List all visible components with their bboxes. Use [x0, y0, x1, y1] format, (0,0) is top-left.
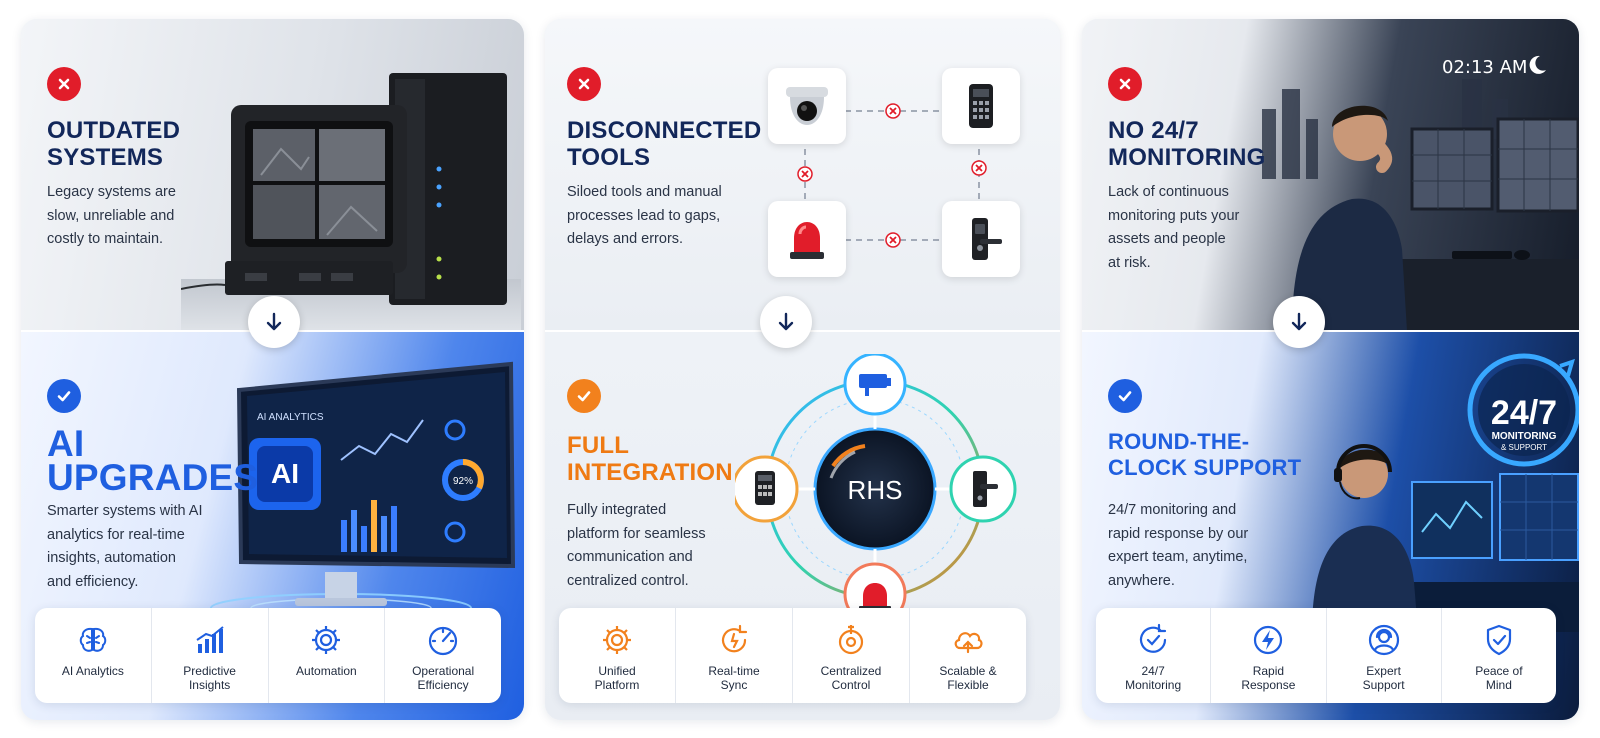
badge-line2: & SUPPORT: [1501, 443, 1547, 452]
badge-247: 24/7: [1491, 394, 1557, 432]
clock-time: 02:13 AM: [1442, 57, 1528, 78]
chip-label: AI: [271, 458, 299, 489]
feature-label: Predictive Insights: [183, 664, 236, 692]
feature-predictive-insights: Predictive Insights: [152, 608, 269, 703]
feature-label: Expert Support: [1362, 664, 1405, 692]
feature-247-monitoring: 24/7 Monitoring: [1096, 608, 1212, 703]
integration-hub-diagram: RHS: [735, 354, 1017, 624]
arrow-down-icon: [248, 296, 300, 348]
siren-icon: [790, 222, 824, 259]
problem-panel: OUTDATED SYSTEMS Legacy systems are slow…: [21, 19, 524, 331]
donut-value: 92%: [453, 476, 473, 487]
feature-bar: 24/7 Monitoring Rapid Response Expert Su…: [1096, 608, 1556, 703]
feature-label: Automation: [296, 664, 357, 678]
check-icon: [567, 379, 601, 413]
solution-title: FULL INTEGRATION: [567, 432, 733, 486]
legacy-computer-illustration: [181, 73, 521, 331]
door-lock-tile: [942, 201, 1020, 277]
feature-label: 24/7 Monitoring: [1125, 664, 1182, 692]
door-lock-icon: [972, 218, 1002, 260]
cloud-icon: [954, 632, 983, 654]
feature-label: Scalable & Flexible: [939, 664, 997, 692]
moon-icon: [1529, 55, 1546, 74]
x-icon: [47, 67, 81, 101]
card-round-the-clock-support: 02:13 AM NO 24/7 MONITORING Lack of cont…: [1082, 19, 1579, 720]
gauge-icon: [429, 626, 458, 656]
monitor-label: AI ANALYTICS: [257, 412, 324, 423]
arrow-down-icon: [760, 296, 812, 348]
feature-bar: AI Analytics Predictive Insights Automat…: [35, 608, 501, 703]
target-icon: [838, 625, 864, 655]
camera-tile: [768, 68, 846, 144]
hub-label: RHS: [848, 475, 903, 505]
card-ai-upgrades: OUTDATED SYSTEMS Legacy systems are slow…: [21, 19, 524, 720]
brain-icon: [79, 627, 107, 652]
headset-person-icon: [1368, 624, 1399, 656]
x-icon: [567, 67, 601, 101]
feature-ai-analytics: AI Analytics: [35, 608, 152, 703]
bar-chart-icon: [196, 626, 224, 653]
problem-description: Lack of continuous monitoring puts your …: [1108, 184, 1240, 271]
feature-label: Peace of Mind: [1475, 664, 1523, 692]
check-icon: [1108, 379, 1142, 413]
feature-scalable-flexible: Scalable & Flexible: [910, 608, 1026, 703]
clock-check-icon: [1140, 623, 1167, 653]
gear-icon: [603, 626, 631, 654]
feature-expert-support: Expert Support: [1327, 608, 1442, 703]
feature-label: Unified Platform: [594, 664, 640, 692]
feature-label: Real-time Sync: [708, 664, 760, 692]
door-lock-node-icon: [973, 471, 998, 507]
badge-line1: MONITORING: [1492, 431, 1557, 442]
feature-centralized-control: Centralized Control: [793, 608, 910, 703]
keypad-icon: [969, 84, 993, 128]
feature-rapid-response: Rapid Response: [1211, 608, 1327, 703]
feature-bar: Unified Platform Real-time Sync Centrali…: [559, 608, 1026, 703]
problem-panel: 02:13 AM NO 24/7 MONITORING Lack of cont…: [1082, 19, 1579, 331]
feature-real-time-sync: Real-time Sync: [676, 608, 793, 703]
arrow-down-icon: [1273, 296, 1325, 348]
night-operator-illustration: [1262, 79, 1579, 331]
feature-automation: Automation: [269, 608, 386, 703]
ai-monitor-illustration: AI ANALYTICS AI 92%: [210, 361, 516, 623]
check-icon: [47, 379, 81, 413]
problem-title: NO 24/7 MONITORING: [1108, 117, 1266, 171]
feature-unified-platform: Unified Platform: [559, 608, 676, 703]
solution-title: ROUND-THE- CLOCK SUPPORT: [1108, 429, 1302, 480]
problem-description: Siloed tools and manual processes lead t…: [567, 184, 722, 247]
keypad-node-icon: [755, 471, 775, 505]
solution-title: AI UPGRADES: [47, 423, 259, 498]
divider: [1082, 330, 1579, 333]
lightning-icon: [1254, 625, 1283, 655]
feature-label: Centralized Control: [820, 664, 882, 692]
shield-check-icon: [1486, 624, 1511, 656]
solution-description: 24/7 monitoring and rapid response by ou…: [1108, 502, 1249, 589]
sync-icon: [721, 624, 748, 653]
solution-description: Smarter systems with AI analytics for re…: [47, 503, 203, 590]
problem-panel: DISCONNECTED TOOLS Siloed tools and manu…: [545, 19, 1060, 331]
x-icon: [1108, 67, 1142, 101]
siren-tile: [768, 201, 846, 277]
solution-description: Fully integrated platform for seamless c…: [567, 502, 706, 589]
dome-camera-icon: [786, 87, 828, 125]
feature-label: Rapid Response: [1241, 664, 1296, 692]
solution-panel: AI ANALYTICS AI 92% AI UPGRADES Smarter …: [21, 332, 524, 720]
problem-title: DISCONNECTED TOOLS: [567, 117, 762, 171]
gear-icon: [312, 626, 341, 654]
keypad-tile: [942, 68, 1020, 144]
card-full-integration: DISCONNECTED TOOLS Siloed tools and manu…: [545, 19, 1060, 720]
disconnected-links: [797, 103, 987, 248]
feature-operational-efficiency: Operational Efficiency: [385, 608, 501, 703]
support-operator-illustration: 24/7 MONITORING & SUPPORT: [1312, 353, 1579, 632]
feature-label: AI Analytics: [61, 664, 124, 678]
camera-node-icon: [859, 374, 891, 396]
feature-label: Operational Efficiency: [412, 664, 475, 692]
problem-description: Legacy systems are slow, unreliable and …: [47, 184, 176, 247]
problem-title: OUTDATED SYSTEMS: [47, 117, 181, 171]
feature-peace-of-mind: Peace of Mind: [1442, 608, 1556, 703]
